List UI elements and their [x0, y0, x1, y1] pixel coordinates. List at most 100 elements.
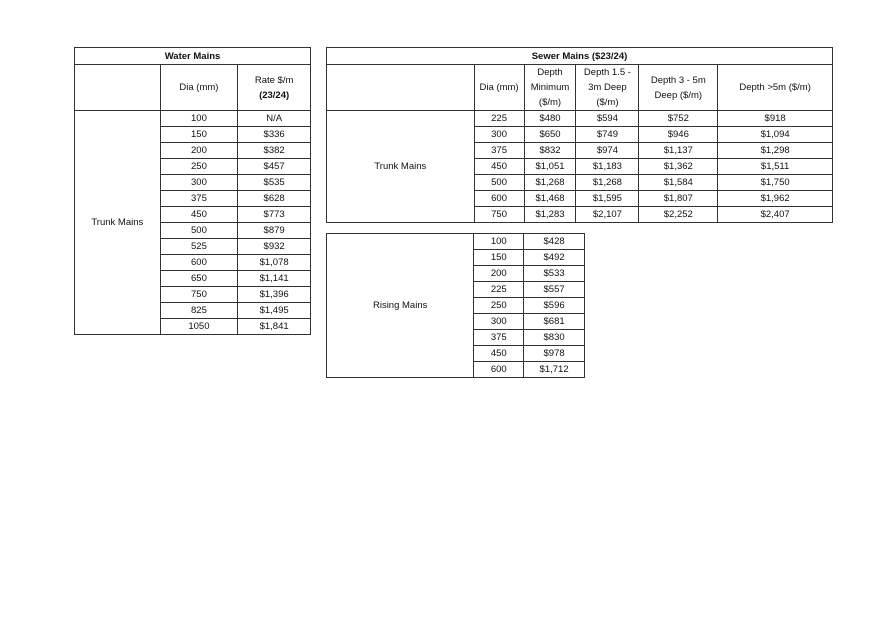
sewer-d15-cell: $594 [575, 110, 640, 127]
water-dia-cell: 200 [159, 142, 239, 159]
sewer-15-3-header: Depth 1.5 - 3m Deep ($/m) [575, 64, 640, 111]
water-dia-cell: 750 [159, 286, 239, 303]
rising-rate-cell: $533 [523, 265, 585, 282]
rising-dia-cell: 100 [473, 233, 525, 250]
rising-dia-cell: 225 [473, 281, 525, 298]
sewer-trunk-mains-label: Trunk Mains [326, 110, 475, 223]
sewer-d5-cell: $2,407 [717, 206, 833, 223]
sewer-d3-cell: $1,807 [638, 190, 719, 207]
water-dia-header: Dia (mm) [159, 64, 239, 111]
rising-rate-cell: $681 [523, 313, 585, 330]
sewer-15-3-header-line2: 3m Deep [588, 82, 627, 93]
rising-rate-cell: $428 [523, 233, 585, 250]
sewer-15-3-header-line3: ($/m) [596, 97, 619, 108]
water-mains-title: Water Mains [74, 47, 311, 65]
sewer-min-cell: $650 [523, 126, 577, 143]
water-rate-cell: $1,078 [237, 254, 311, 271]
water-rate-cell: $457 [237, 158, 311, 175]
sewer-min-cell: $1,468 [523, 190, 577, 207]
rising-dia-cell: 250 [473, 297, 525, 314]
water-rate-cell: $773 [237, 206, 311, 223]
sewer-min-header-line2: Minimum [530, 82, 570, 93]
rising-dia-cell: 600 [473, 361, 525, 378]
sewer-d3-cell: $1,362 [638, 158, 719, 175]
water-empty-header [74, 64, 161, 111]
sewer-min-cell: $832 [523, 142, 577, 159]
sewer-dia-cell: 750 [473, 206, 525, 223]
table-row: 750$1,396 [75, 286, 311, 303]
sewer-d5-cell: $1,298 [717, 142, 833, 159]
sewer-3-5-header-line1: Depth 3 - 5m [650, 74, 706, 86]
sewer-d5-cell: $1,750 [717, 174, 833, 191]
table-row: 300$650$749$946$1,094 [327, 126, 833, 143]
table-row: 750$1,283$2,107$2,252$2,407 [327, 206, 833, 223]
water-dia-cell: 525 [159, 238, 239, 255]
table-row: 600$1,078 [75, 254, 311, 271]
sewer-d3-cell: $946 [638, 126, 719, 143]
water-dia-cell: 100 [159, 110, 239, 127]
table-row: 1050$1,841 [75, 318, 311, 335]
sewer-d3-cell: $2,252 [638, 206, 719, 223]
water-rate-cell: $628 [237, 190, 311, 207]
sewer-min-cell: $1,283 [523, 206, 577, 223]
water-rate-cell: $336 [237, 126, 311, 143]
table-row: 300$535 [75, 174, 311, 191]
rising-dia-cell: 450 [473, 345, 525, 362]
rising-dia-cell: 300 [473, 313, 525, 330]
table-row: 225$557 [327, 281, 585, 298]
rising-rate-cell: $1,712 [523, 361, 585, 378]
sewer-d15-cell: $749 [575, 126, 640, 143]
water-rate-cell: N/A [237, 110, 311, 127]
sewer-mains-table: Sewer Mains ($23/24) Dia (mm) Depth Mini… [326, 47, 833, 223]
water-rate-cell: $1,841 [237, 318, 311, 335]
rising-rate-cell: $492 [523, 249, 585, 266]
water-dia-cell: 450 [159, 206, 239, 223]
sewer-15-3-header-line1: Depth 1.5 - [583, 67, 631, 78]
table-row: 450$1,051$1,183$1,362$1,511 [327, 158, 833, 175]
sewer-dia-cell: 450 [473, 158, 525, 175]
water-dia-cell: 600 [159, 254, 239, 271]
sewer-3-5-header: Depth 3 - 5m Deep ($/m) [638, 64, 719, 111]
sewer-d3-cell: $752 [638, 110, 719, 127]
water-dia-cell: 500 [159, 222, 239, 239]
table-row: 250$596 [327, 297, 585, 314]
table-row: 600$1,468$1,595$1,807$1,962 [327, 190, 833, 207]
sewer-d5-cell: $918 [717, 110, 833, 127]
table-row: 200$382 [75, 142, 311, 159]
rising-dia-cell: 375 [473, 329, 525, 346]
rising-rate-cell: $596 [523, 297, 585, 314]
rising-rate-cell: $978 [523, 345, 585, 362]
sewer-dia-header: Dia (mm) [473, 64, 525, 111]
sewer-d15-cell: $2,107 [575, 206, 640, 223]
water-rate-cell: $879 [237, 222, 311, 239]
sewer-d15-cell: $1,183 [575, 158, 640, 175]
sewer-dia-cell: 225 [473, 110, 525, 127]
water-rate-cell: $1,495 [237, 302, 311, 319]
water-rate-cell: $932 [237, 238, 311, 255]
rising-rate-cell: $830 [523, 329, 585, 346]
sewer-min-cell: $1,268 [523, 174, 577, 191]
water-dia-cell: 825 [159, 302, 239, 319]
water-dia-cell: 375 [159, 190, 239, 207]
sewer-min-cell: $1,051 [523, 158, 577, 175]
sewer-d15-cell: $1,595 [575, 190, 640, 207]
table-row: 825$1,495 [75, 302, 311, 319]
water-dia-cell: 150 [159, 126, 239, 143]
water-mains-table: Water Mains Dia (mm) Rate $/m (23/24) Tr… [74, 47, 311, 335]
water-rate-header-line2: (23/24) [259, 89, 290, 101]
water-dia-cell: 650 [159, 270, 239, 287]
sewer-d15-cell: $974 [575, 142, 640, 159]
rising-mains-label: Rising Mains [325, 233, 475, 378]
rising-rate-cell: $557 [523, 281, 585, 298]
water-dia-cell: 250 [159, 158, 239, 175]
table-row: 375$832$974$1,137$1,298 [327, 142, 833, 159]
sewer-dia-cell: 600 [473, 190, 525, 207]
water-rate-header-line1: Rate $/m [254, 74, 294, 86]
table-row: 375$830 [327, 329, 585, 346]
sewer-min-cell: $480 [523, 110, 577, 127]
table-row: 600$1,712 [327, 361, 585, 378]
water-rate-cell: $1,141 [237, 270, 311, 287]
